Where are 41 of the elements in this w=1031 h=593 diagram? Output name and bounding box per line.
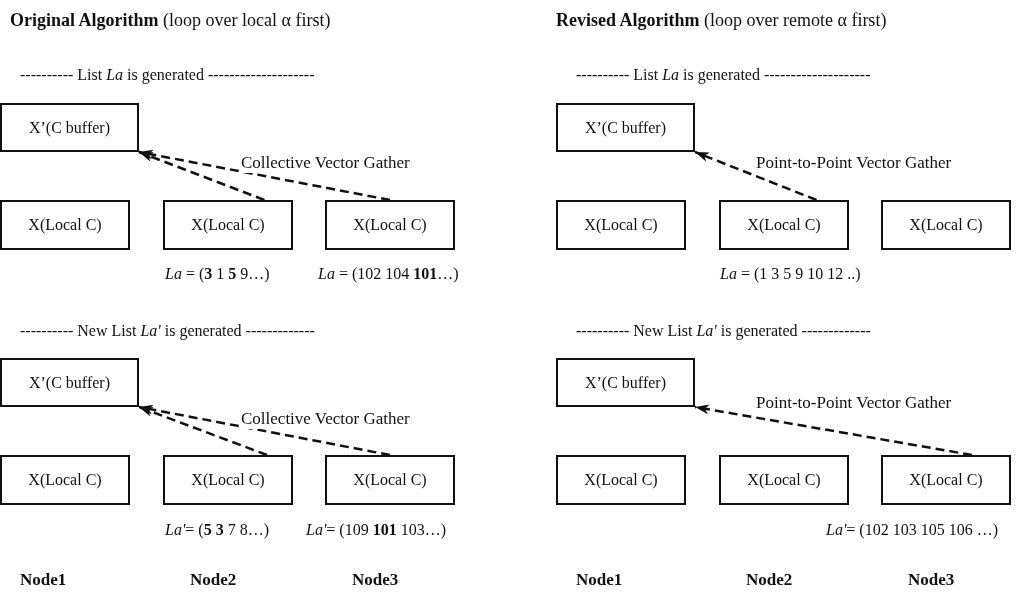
list-annotation: La'= (102 103 105 106 …) <box>826 521 998 539</box>
section-heading: ---------- List La is generated -------------------- <box>576 66 871 84</box>
section-heading: ---------- List La is generated -------------------- <box>20 66 315 84</box>
section-heading: ---------- New List La' is generated ------------- <box>20 322 315 340</box>
column-label: Node3 <box>352 570 399 590</box>
column-label: Node1 <box>576 570 623 590</box>
process-box: X(Local C) <box>325 455 455 505</box>
panel-title: Revised Algorithm (loop over remote α first) <box>556 10 887 31</box>
edge-label: Collective Vector Gather <box>240 153 411 173</box>
process-box: X’(C buffer) <box>556 358 695 407</box>
process-box: X(Local C) <box>0 455 130 505</box>
process-box: X’(C buffer) <box>0 358 139 407</box>
list-annotation: La'= (109 101 103…) <box>306 521 446 539</box>
list-annotation: La = (3 1 5 9…) <box>165 265 270 283</box>
process-box: X(Local C) <box>325 200 455 250</box>
process-box: X(Local C) <box>719 200 849 250</box>
list-annotation: La'= (5 3 7 8…) <box>165 521 269 539</box>
arrow <box>138 404 391 457</box>
arrow <box>694 150 817 202</box>
process-box: X(Local C) <box>881 200 1011 250</box>
process-box: X(Local C) <box>881 455 1011 505</box>
arrow <box>138 149 391 202</box>
process-box: X’(C buffer) <box>0 103 139 152</box>
edge-label: Collective Vector Gather <box>240 409 411 429</box>
column-label: Node2 <box>746 570 793 590</box>
list-annotation: La = (1 3 5 9 10 12 ..) <box>720 265 861 283</box>
process-box: X(Local C) <box>556 200 686 250</box>
column-label: Node2 <box>190 570 237 590</box>
process-box: X(Local C) <box>556 455 686 505</box>
process-box: X(Local C) <box>0 200 130 250</box>
list-annotation: La = (102 104 101…) <box>318 265 459 283</box>
arrow <box>694 404 973 457</box>
column-label: Node1 <box>20 570 67 590</box>
section-heading: ---------- New List La' is generated ------------- <box>576 322 871 340</box>
panel-title: Original Algorithm (loop over local α first) <box>10 10 331 31</box>
process-box: X(Local C) <box>163 200 293 250</box>
arrow <box>138 150 265 202</box>
process-box: X(Local C) <box>163 455 293 505</box>
process-box: X’(C buffer) <box>556 103 695 152</box>
process-box: X(Local C) <box>719 455 849 505</box>
column-label: Node3 <box>908 570 955 590</box>
